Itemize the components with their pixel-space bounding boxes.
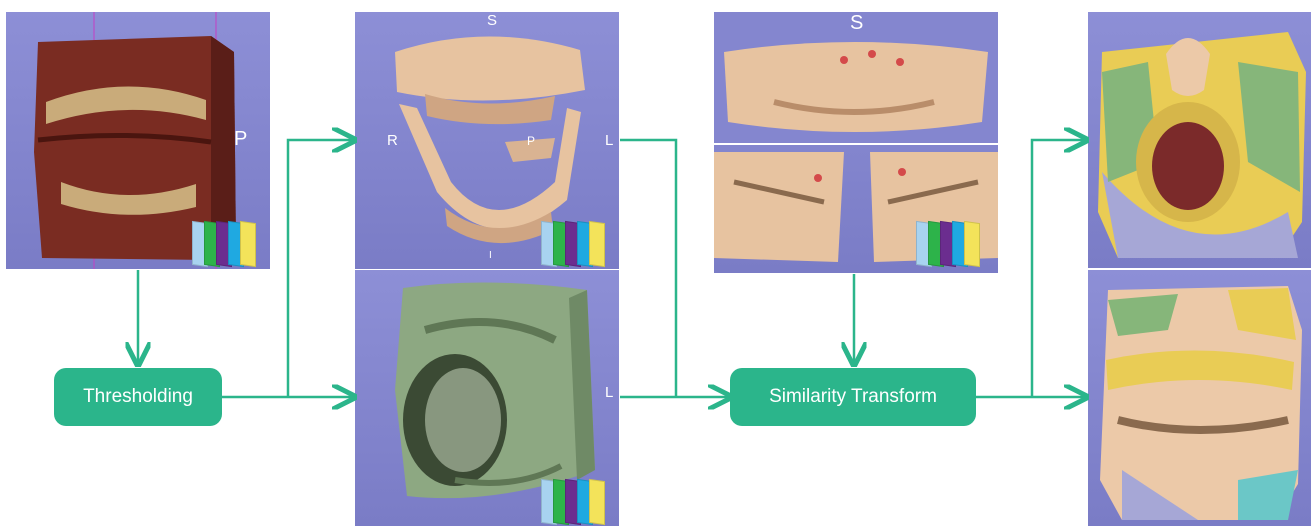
similarity-transform-step: Similarity Transform: [730, 368, 976, 426]
multi-slice-stack-icon: [541, 222, 613, 269]
thresholding-step: Thresholding: [54, 368, 222, 426]
fused-model-render-top: [1088, 12, 1311, 268]
multi-slice-stack-icon: [192, 222, 264, 269]
axis-label-s: S: [850, 12, 863, 35]
axis-label-p: P: [527, 134, 535, 148]
registration-views-panel: S: [714, 12, 998, 273]
fused-model-panel-bottom: [1088, 270, 1311, 526]
multi-slice-stack-icon: [541, 480, 613, 526]
ct-volume-panel: P: [6, 12, 270, 269]
soft-tissue-model-panel: L: [355, 270, 619, 526]
bone-model-panel: S R L P I: [355, 12, 619, 269]
axis-label-i: I: [489, 250, 492, 261]
arrow-bone-to-transform: [620, 140, 676, 397]
axis-label-r: R: [387, 132, 398, 149]
axis-label-s: S: [487, 12, 497, 29]
axis-label-l: L: [605, 384, 613, 401]
axis-label-p: P: [234, 128, 247, 151]
arrow-to-fused-top: [1032, 140, 1084, 397]
arrow-to-bone-model: [288, 140, 352, 397]
fused-model-render-bottom: [1088, 270, 1311, 526]
axis-label-l: L: [605, 132, 613, 149]
fused-model-panel-top: [1088, 12, 1311, 268]
multi-slice-stack-icon: [916, 222, 988, 272]
